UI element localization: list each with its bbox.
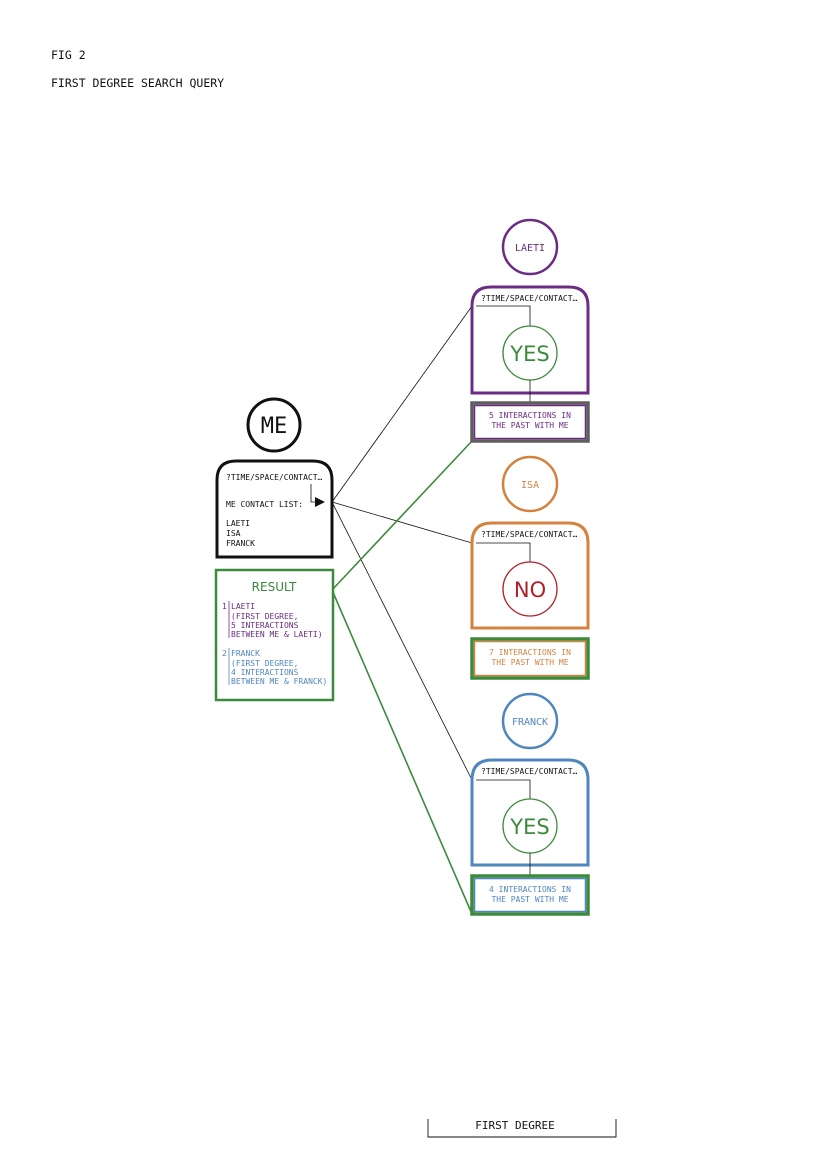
- result-frame: [214, 568, 335, 702]
- laeti-query: ?TIME/SPACE/CONTACT…: [481, 294, 578, 303]
- connector-me-to-isa: [331, 501, 473, 544]
- query-connectors: [331, 305, 473, 781]
- result-item-2-name: FRANCK: [231, 649, 260, 658]
- laeti-name: LAETI: [515, 243, 545, 254]
- isa-node: ISA ?TIME/SPACE/CONTACT… NO 7 INTERACTIO…: [470, 455, 590, 680]
- franck-query: ?TIME/SPACE/CONTACT…: [481, 767, 578, 776]
- me-avatar: [246, 397, 302, 453]
- laeti-query-tree: [476, 305, 531, 326]
- franck-interactions-line2: THE PAST WITH ME: [491, 895, 568, 904]
- laeti-interactions-line1: 5 INTERACTIONS IN: [489, 411, 571, 420]
- me-query-pointer: [310, 484, 325, 507]
- connector-me-to-laeti: [331, 305, 473, 503]
- isa-query: ?TIME/SPACE/CONTACT…: [481, 530, 578, 539]
- laeti-avatar: [501, 218, 559, 276]
- footer-label: FIRST DEGREE: [427, 1119, 617, 1138]
- result-item-2-between: BETWEEN ME & FRANCK): [231, 677, 327, 686]
- franck-name: FRANCK: [512, 717, 548, 728]
- laeti-interactions-line2: THE PAST WITH ME: [491, 421, 568, 430]
- isa-interactions-line1: 7 INTERACTIONS IN: [489, 648, 571, 657]
- result-item-1-index: 1: [222, 602, 227, 611]
- me-contact-isa: ISA: [226, 529, 241, 538]
- result-link-franck: [331, 589, 473, 915]
- result-item-2-count: 4 INTERACTIONS: [231, 668, 299, 677]
- result-box: RESULT 1 LAETI (FIRST DEGREE, 5 INTERACT…: [214, 568, 335, 702]
- result-item-1-count: 5 INTERACTIONS: [231, 621, 299, 630]
- franck-interactions-line1: 4 INTERACTIONS IN: [489, 885, 571, 894]
- franck-avatar: [501, 692, 559, 750]
- connector-me-to-franck: [331, 501, 473, 781]
- me-query: ?TIME/SPACE/CONTACT…: [226, 473, 323, 482]
- result-link-laeti: [331, 440, 473, 591]
- isa-answer: NO: [514, 578, 546, 602]
- me-contact-laeti: LAETI: [226, 519, 250, 528]
- franck-node: FRANCK ?TIME/SPACE/CONTACT… YES 4 INTERA…: [470, 692, 590, 916]
- me-name: ME: [261, 414, 288, 439]
- isa-answer-circle: [502, 561, 558, 617]
- result-title: RESULT: [252, 580, 297, 594]
- franck-query-tree: [476, 779, 531, 799]
- franck-interactions-box: [470, 874, 590, 916]
- isa-interactions-box: [470, 637, 590, 680]
- footer-bracket: [427, 1119, 617, 1138]
- laeti-interactions-box: [470, 401, 590, 443]
- figure-title: FIRST DEGREE SEARCH QUERY: [51, 76, 225, 90]
- me-body: [215, 459, 334, 559]
- footer-text: FIRST DEGREE: [475, 1119, 554, 1132]
- result-item-1-between: BETWEEN ME & LAETI): [231, 630, 323, 639]
- isa-interactions-line2: THE PAST WITH ME: [491, 658, 568, 667]
- figure-label: FIG 2: [51, 48, 86, 62]
- laeti-node: LAETI ?TIME/SPACE/CONTACT… YES 5 INTERAC…: [470, 218, 590, 443]
- result-item-2-degree: (FIRST DEGREE,: [231, 659, 298, 668]
- result-item-1-degree: (FIRST DEGREE,: [231, 612, 298, 621]
- me-contact-list-label: ME CONTACT LIST:: [226, 500, 303, 509]
- isa-query-tree: [476, 542, 531, 562]
- franck-answer: YES: [509, 815, 549, 839]
- isa-name: ISA: [521, 480, 539, 491]
- me-contact-franck: FRANCK: [226, 539, 255, 548]
- isa-avatar: [501, 455, 559, 513]
- laeti-answer: YES: [509, 342, 549, 366]
- me-node: ME ?TIME/SPACE/CONTACT… ME CONTACT LIST:…: [215, 397, 334, 559]
- result-item-2-index: 2: [222, 649, 227, 658]
- result-item-1-name: LAETI: [231, 602, 255, 611]
